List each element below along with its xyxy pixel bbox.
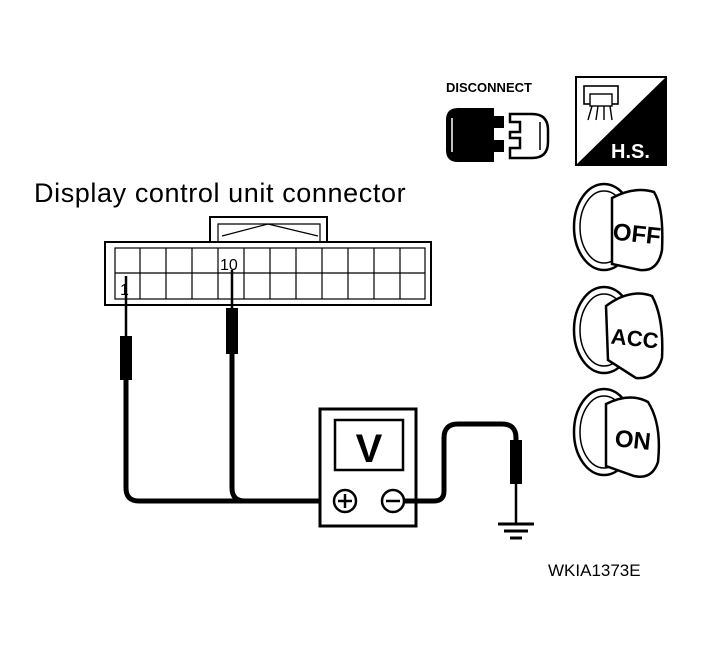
ignition-off-label: OFF (612, 219, 663, 251)
probe-pin-10 (226, 270, 246, 504)
connector-title: Display control unit connector (34, 178, 407, 208)
positive-terminal (332, 488, 358, 514)
ignition-off-icon: OFF (572, 182, 664, 272)
probe-pin-1 (120, 276, 323, 504)
ignition-on-label: ON (613, 425, 652, 456)
meter-label: V (356, 427, 383, 471)
display-control-unit-connector: 1 10 (104, 216, 432, 306)
disconnect-icon: DISCONNECT (446, 80, 550, 162)
ignition-on-icon: ON (572, 387, 661, 478)
figure-code: WKIA1373E (548, 561, 641, 580)
ground-lead (404, 421, 522, 523)
harness-side-icon: H.S. (575, 76, 667, 166)
disconnect-label: DISCONNECT (446, 80, 532, 95)
ignition-acc-label: ACC (610, 324, 660, 354)
voltmeter: V (318, 407, 418, 528)
pin-10-label: 10 (220, 257, 238, 274)
negative-terminal (380, 488, 406, 514)
harness-side-label: H.S. (611, 141, 650, 163)
pin-1-label: 1 (120, 282, 129, 299)
ignition-acc-icon: ACC (572, 285, 664, 380)
ground-symbol-icon (498, 522, 534, 540)
